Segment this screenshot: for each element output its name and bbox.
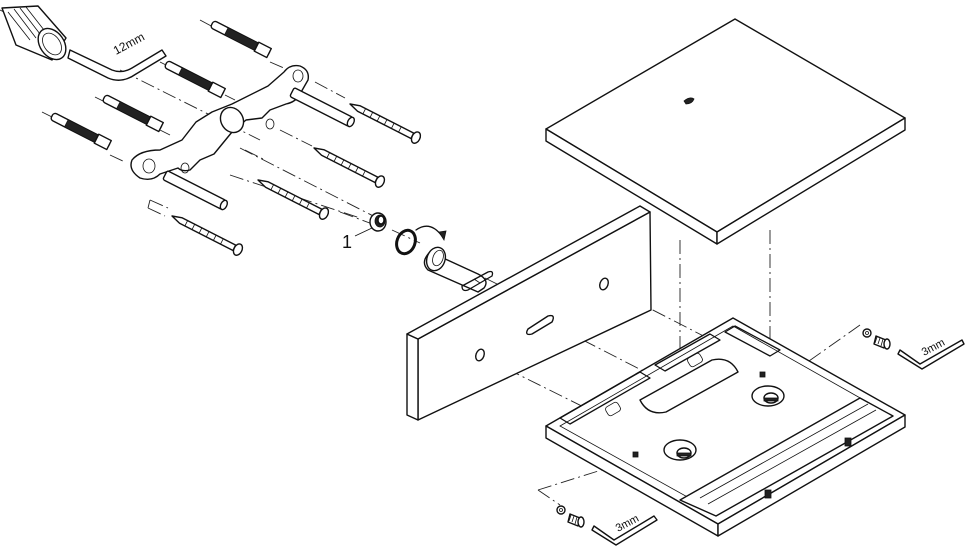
wood-screw (313, 147, 386, 188)
cover-plate (545, 18, 906, 245)
wall-plug (210, 20, 272, 59)
front-plate-hole-left (475, 348, 485, 362)
wall-plug (102, 94, 164, 133)
front-plate (406, 205, 652, 421)
hex-key-3mm-right: 3mm (897, 337, 965, 370)
front-plate-slot (525, 314, 555, 336)
callout-1-label: 1 (342, 232, 352, 252)
seal-insert (369, 212, 387, 232)
hex-key-12mm-label: 12mm (111, 30, 147, 58)
grub-screw-bottom (556, 505, 585, 528)
bracket-studs (162, 87, 356, 211)
bracket-stud (162, 170, 229, 211)
bracket-stud (289, 87, 356, 128)
grub-screw-right (862, 328, 891, 350)
wall-plug (164, 60, 226, 99)
cartridge-adapter (423, 246, 494, 293)
front-plate-hole-right (599, 277, 609, 291)
mounting-bracket (130, 64, 310, 181)
base-housing (545, 317, 906, 537)
hex-key-12mm: 12mm (67, 30, 167, 81)
cartridge-housing (639, 358, 739, 414)
wall-plug (50, 112, 112, 151)
base-rail (679, 397, 894, 517)
wood-screw (349, 103, 422, 144)
o-ring (395, 228, 417, 256)
hex-key-3mm-bottom: 3mm (591, 513, 658, 546)
wood-screw (257, 179, 330, 220)
wood-screws (171, 103, 422, 256)
wall-plugs (50, 20, 272, 151)
cover-plate-notch (683, 97, 695, 105)
rotation-arrow-icon (415, 225, 447, 242)
wood-screw (171, 215, 244, 256)
callout-1: 1 (342, 227, 373, 252)
extension-sleeve (1, 5, 67, 61)
